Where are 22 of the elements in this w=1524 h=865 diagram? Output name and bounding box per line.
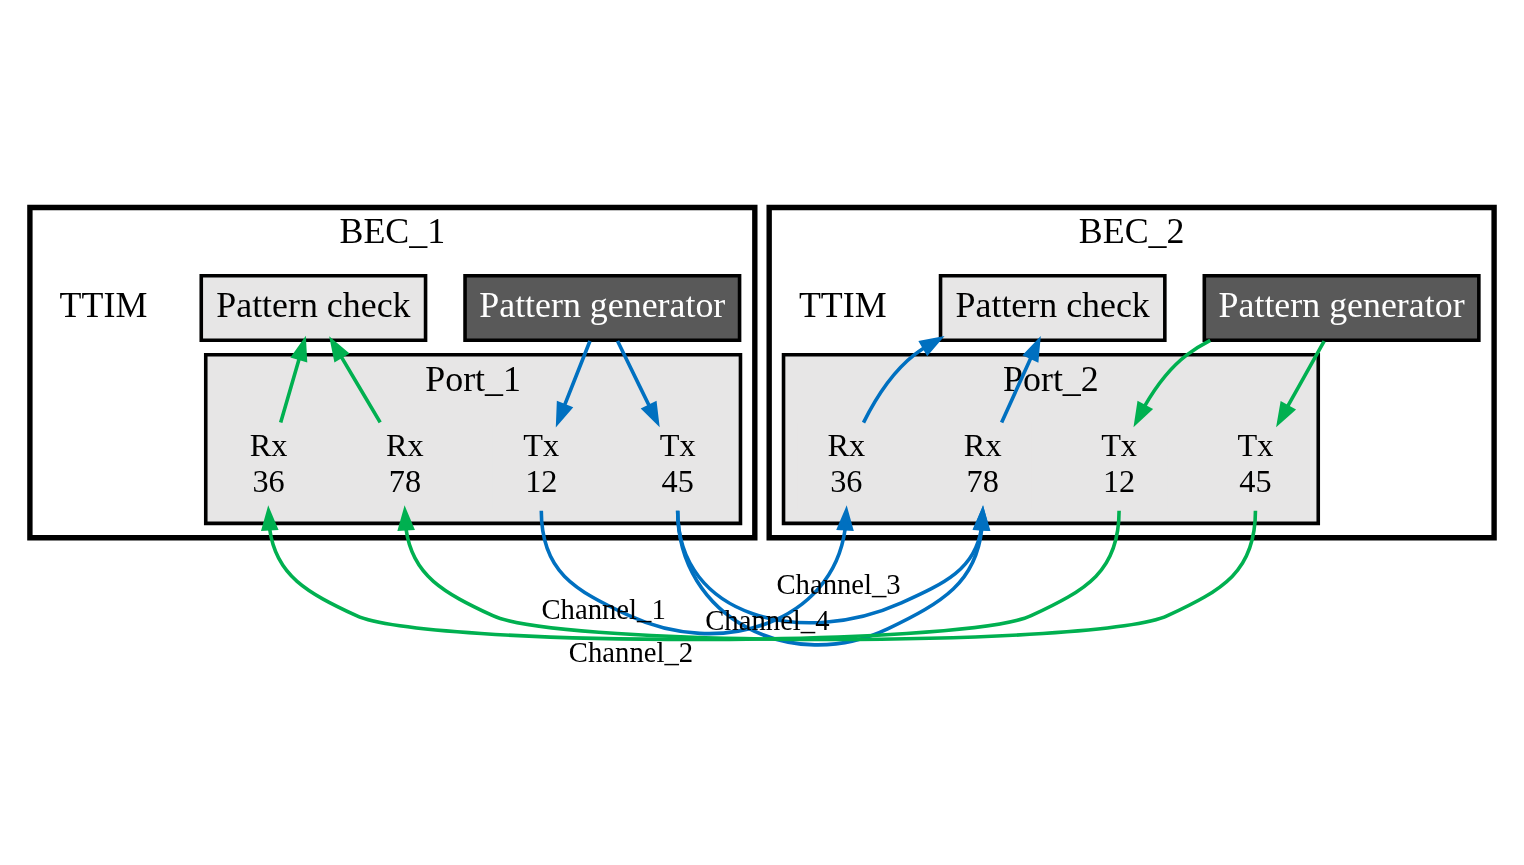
node-box: Pattern generator [463, 273, 742, 343]
node-text: Rx 36 [827, 426, 866, 499]
node-text: Rx 36 [249, 426, 288, 499]
arrow [1133, 338, 1212, 428]
node-text: Tx 12 [1101, 426, 1138, 499]
node-box: Pattern check [199, 273, 428, 343]
arrow [555, 340, 592, 428]
arrow [329, 336, 382, 424]
edge-label: Channel_2 [568, 636, 694, 669]
node-box: Pattern generator [1202, 273, 1481, 343]
arrow [278, 335, 308, 423]
node-text: Rx 78 [963, 426, 1002, 499]
node-text: Rx 78 [386, 426, 424, 499]
node-text: Tx 45 [659, 426, 696, 499]
node-text: Tx 12 [523, 426, 560, 499]
arrow [615, 340, 660, 428]
label: TTIM [59, 284, 148, 325]
label: TTIM [798, 284, 887, 325]
arrow [861, 336, 945, 424]
node-box: Pattern check [938, 273, 1167, 343]
node-text: Tx 45 [1237, 426, 1274, 499]
arrow [539, 505, 854, 636]
